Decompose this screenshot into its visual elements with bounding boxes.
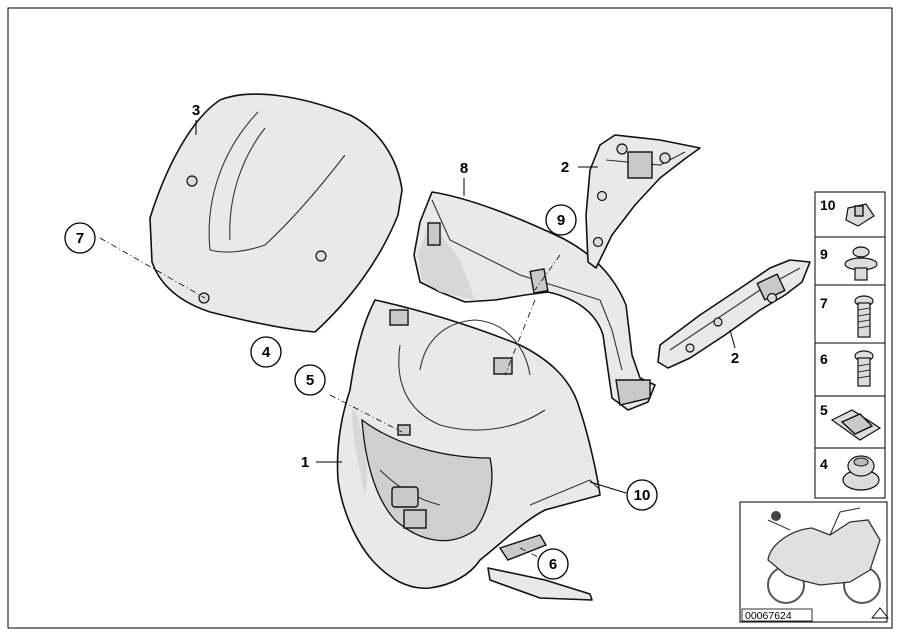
callout-5[interactable]: 5 [294, 364, 326, 396]
callout-7-label: 7 [76, 230, 84, 247]
callout-9[interactable]: 9 [545, 204, 577, 236]
diagram-id: 00067624 [745, 610, 792, 622]
motorcycle-thumbnail: 00067624 [739, 501, 888, 623]
callout-6-label: 6 [549, 556, 557, 573]
legend-label-6: 6 [820, 351, 828, 367]
label-3: 3 [192, 102, 200, 119]
upper-bracket-part [585, 134, 701, 269]
leader-2b [729, 329, 736, 349]
expanding-rivet-icon [844, 246, 878, 281]
corner-marker-icon [871, 607, 889, 619]
callout-5-label: 5 [306, 372, 314, 389]
callout-4-label: 4 [262, 344, 271, 361]
leader-10 [589, 481, 627, 494]
windscreen-part [149, 93, 403, 333]
label-1: 1 [301, 454, 309, 471]
assembly-line-9b [504, 299, 536, 376]
rubber-grommet-icon [842, 455, 880, 491]
label-2-lower: 2 [731, 350, 739, 367]
legend-label-4: 4 [820, 456, 828, 472]
callout-9-label: 9 [557, 212, 565, 229]
hardware-legend: 10 9 7 6 5 4 [814, 191, 886, 499]
legend-label-5: 5 [820, 402, 828, 418]
callout-4[interactable]: 4 [250, 336, 282, 368]
legend-label-10: 10 [820, 197, 836, 213]
legend-label-9: 9 [820, 246, 828, 262]
front-fairing-part [336, 299, 601, 601]
spring-clip-icon [830, 409, 882, 441]
instrument-carrier-part [413, 191, 656, 411]
lower-bracket-part [657, 259, 811, 369]
label-8: 8 [460, 160, 468, 177]
callout-7[interactable]: 7 [64, 222, 96, 254]
legend-label-7: 7 [820, 295, 828, 311]
assembly-line-7 [99, 237, 206, 299]
callout-10[interactable]: 10 [626, 479, 658, 511]
torx-screw-short-icon [854, 350, 874, 387]
assembly-line-5 [329, 394, 403, 433]
clip-nut-icon [845, 203, 875, 227]
callout-10-label: 10 [634, 487, 651, 504]
assembly-line-9a [534, 254, 561, 291]
callout-6[interactable]: 6 [537, 548, 569, 580]
label-2-upper: 2 [561, 159, 569, 176]
torx-screw-long-icon [854, 295, 874, 338]
drawing-frame [7, 7, 893, 629]
